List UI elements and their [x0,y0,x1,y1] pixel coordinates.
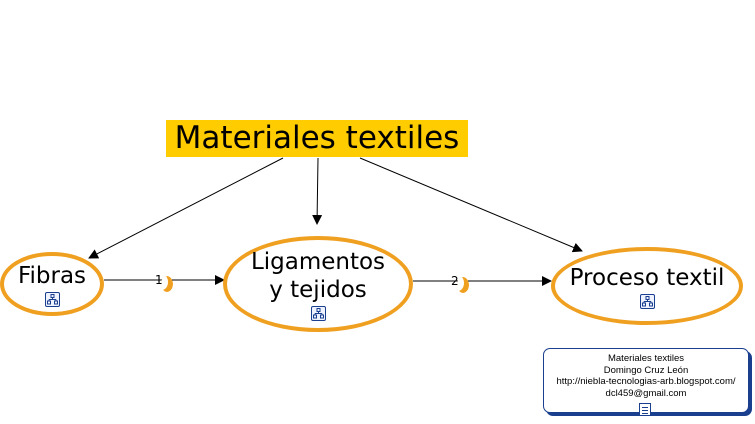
node-proceso[interactable]: Proceso textil [551,247,743,325]
concept-map-icon[interactable] [639,293,655,309]
edge-title-proceso [359,157,583,253]
link-label-1: 1 [155,273,163,287]
node-fibras-label: Fibras [17,262,87,289]
link-label-2: 2 [451,274,459,288]
map-title: Materiales textiles [166,120,468,157]
edge-title-ligamentos [312,157,323,225]
crescent-moon-icon[interactable] [161,276,173,292]
concept-map-icon[interactable] [44,291,60,307]
node-fibras[interactable]: Fibras [0,252,104,316]
info-author: Domingo Cruz León [603,364,689,376]
info-url: http://niebla-tecnologias-arb.blogspot.c… [556,376,736,387]
concept-map-icon[interactable] [310,305,326,321]
info-box: Materiales textiles Domingo Cruz León ht… [543,348,749,416]
edge-title-fibras [88,157,284,259]
node-ligamentos-label: Ligamentos y tejidos [250,248,386,303]
crescent-moon-icon[interactable] [457,277,469,293]
note-icon[interactable] [639,403,651,416]
info-title: Materiales textiles [607,353,685,364]
info-email: dcl459@gmail.com [605,387,687,399]
node-ligamentos[interactable]: Ligamentos y tejidos [223,236,413,332]
node-proceso-label: Proceso textil [569,264,725,291]
